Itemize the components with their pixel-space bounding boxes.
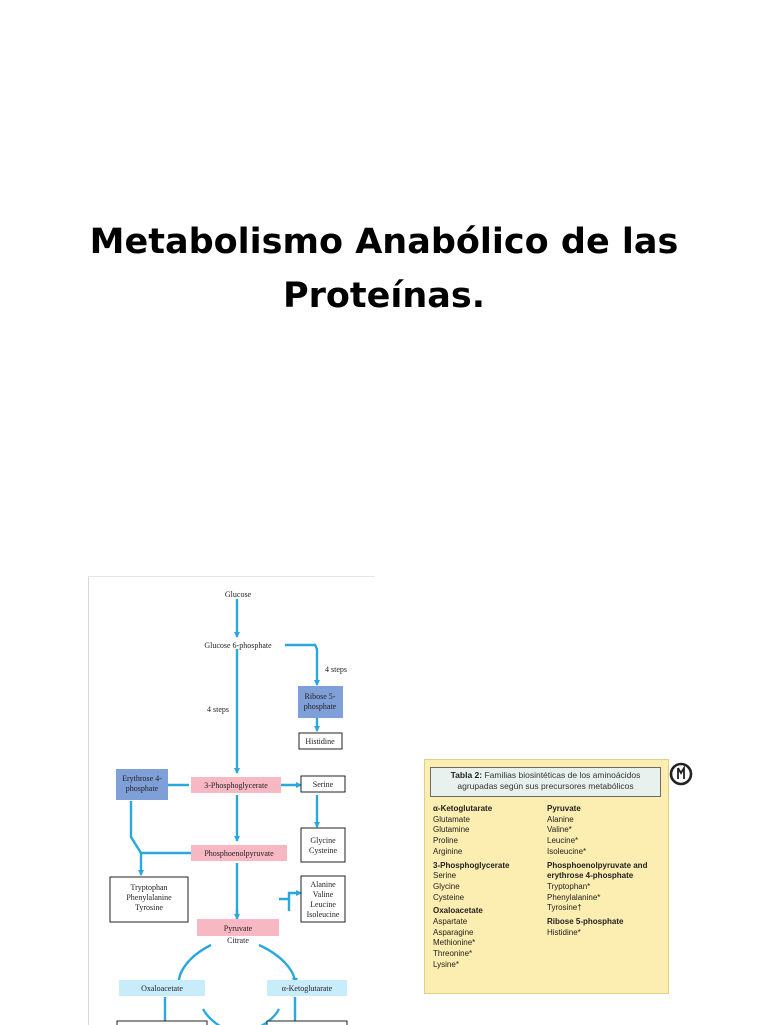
label-alanine: Alanine (310, 880, 336, 889)
pyruvate-box (197, 919, 279, 936)
oxaloacetate-products-box (116, 1020, 208, 1025)
phosphoglycerate-box (191, 777, 281, 793)
label-glucose: Glucose (225, 590, 252, 599)
amino-acid-item: Aspartate (433, 917, 468, 927)
amino-acid-item: Glycine (433, 881, 460, 891)
pathway-arrows (129, 599, 320, 1025)
pathway-labels: Glucose Glucose 6-phosphate 4 steps 4 st… (122, 590, 347, 993)
pathway-diagram: Glucose Glucose 6-phosphate 4 steps 4 st… (109, 590, 348, 1025)
cycle-citrate-ketoglutarate (258, 943, 298, 984)
amino-acid-item: Tyrosine† (547, 903, 582, 913)
label-alpha-ketoglutarate: α-Ketoglutarate (282, 984, 333, 993)
amino-acid-item: Phenylalanine* (547, 892, 601, 902)
title-line-1: Metabolismo Anabólico de las (89, 222, 679, 262)
label-isoleucine: Isoleucine (307, 910, 340, 919)
label-serine: Serine (313, 780, 334, 789)
precursor-header: Ribose 5-phosphate (547, 917, 624, 927)
amino-acid-item: Threonine* (433, 949, 473, 959)
amino-acid-item: Proline (433, 836, 458, 846)
amino-acid-item: Histidine* (547, 927, 581, 937)
ketoglutarate-products-box (266, 1020, 348, 1025)
amino-acid-item: Leucine* (547, 836, 579, 846)
glycine-cysteine-box (300, 827, 346, 863)
ribose-box (298, 686, 343, 718)
precursor-header: α-Ketoglutarate (433, 804, 493, 813)
amino-acid-item: Methionine* (433, 938, 476, 948)
amino-acid-families-table: Tabla 2: Familias biosintéticas de los a… (424, 759, 669, 994)
cycle-oxaloacetate-citrate (177, 943, 212, 982)
label-tryptophan: Tryptophan (130, 883, 167, 892)
label-oxaloacetate: Oxaloacetate (141, 984, 183, 993)
label-erythrose-line-1: Erythrose 4- (122, 774, 162, 783)
label-3-phosphoglycerate: 3-Phosphoglycerate (204, 781, 268, 790)
ketoglutarate-box (267, 980, 347, 996)
precursor-header: 3-Phosphoglycerate (433, 860, 510, 870)
serine-box (300, 775, 346, 793)
oxaloacetate-box (119, 980, 205, 996)
publisher-logo-icon (669, 762, 693, 786)
amino-acid-item: Valine* (547, 825, 572, 835)
amino-acid-item: Isoleucine* (547, 846, 587, 856)
aromatic-box (109, 876, 189, 923)
branched-chain-box (300, 875, 346, 923)
line-erythrose-pep (129, 801, 191, 855)
amino-acid-item: Lysine* (433, 959, 459, 969)
label-four-steps-left: 4 steps (207, 705, 229, 714)
label-phosphoenolpyruvate: Phosphoenolpyruvate (204, 849, 274, 858)
table-caption-label: Tabla 2: (450, 770, 483, 780)
cycle-bottom-left (201, 1008, 221, 1025)
label-erythrose-line-2: phosphate (126, 784, 159, 793)
amino-acid-item: Glutamine (433, 825, 470, 835)
amino-acid-pathway-figure: Glucose Glucose 6-phosphate 4 steps 4 st… (88, 576, 375, 1025)
label-valine: Valine (313, 890, 334, 899)
label-glucose-6-phosphate: Glucose 6-phosphate (204, 641, 272, 650)
precursor-header: Pyruvate (547, 804, 581, 813)
label-glycine: Glycine (310, 836, 336, 845)
precursor-header: Phosphoenolpyruvate and erythrose 4-phos… (547, 860, 648, 881)
pathway-boxes (109, 686, 348, 1025)
label-phenylalanine: Phenylalanine (126, 893, 172, 902)
precursor-header: Oxaloacetate (433, 906, 483, 916)
slide-title: Metabolismo Anabólico de las Proteínas. (40, 215, 728, 323)
amino-acid-item: Glutamate (433, 814, 470, 824)
label-ribose-line-2: phosphate (304, 702, 337, 711)
arrow-pyruvate-bcaa (279, 890, 302, 901)
amino-acid-item: Tryptophan* (547, 881, 591, 891)
label-tyrosine: Tyrosine (135, 903, 163, 912)
label-cysteine: Cysteine (309, 846, 337, 855)
amino-acid-item: Cysteine (433, 892, 465, 902)
label-four-steps-right: 4 steps (325, 665, 347, 674)
label-pyruvate: Pyruvate (224, 924, 253, 933)
label-ribose-line-1: Ribose 5- (305, 692, 336, 701)
table-caption-text: Familias biosintéticas de los aminoácido… (457, 770, 641, 791)
arrow-g6p-ribose (285, 643, 320, 686)
amino-acid-item: Serine (433, 871, 457, 881)
amino-acid-item: Alanine (547, 814, 574, 824)
label-citrate: Citrate (227, 936, 249, 945)
title-line-2: Proteínas. (282, 276, 486, 316)
label-histidine: Histidine (305, 737, 335, 746)
label-leucine: Leucine (310, 900, 336, 909)
table-caption: Tabla 2: Familias biosintéticas de los a… (430, 767, 661, 797)
amino-acid-item: Asparagine (433, 927, 474, 937)
histidine-box (298, 732, 343, 750)
amino-acid-item: Arginine (433, 846, 463, 856)
erythrose-box (116, 769, 168, 800)
pep-box (191, 845, 287, 861)
